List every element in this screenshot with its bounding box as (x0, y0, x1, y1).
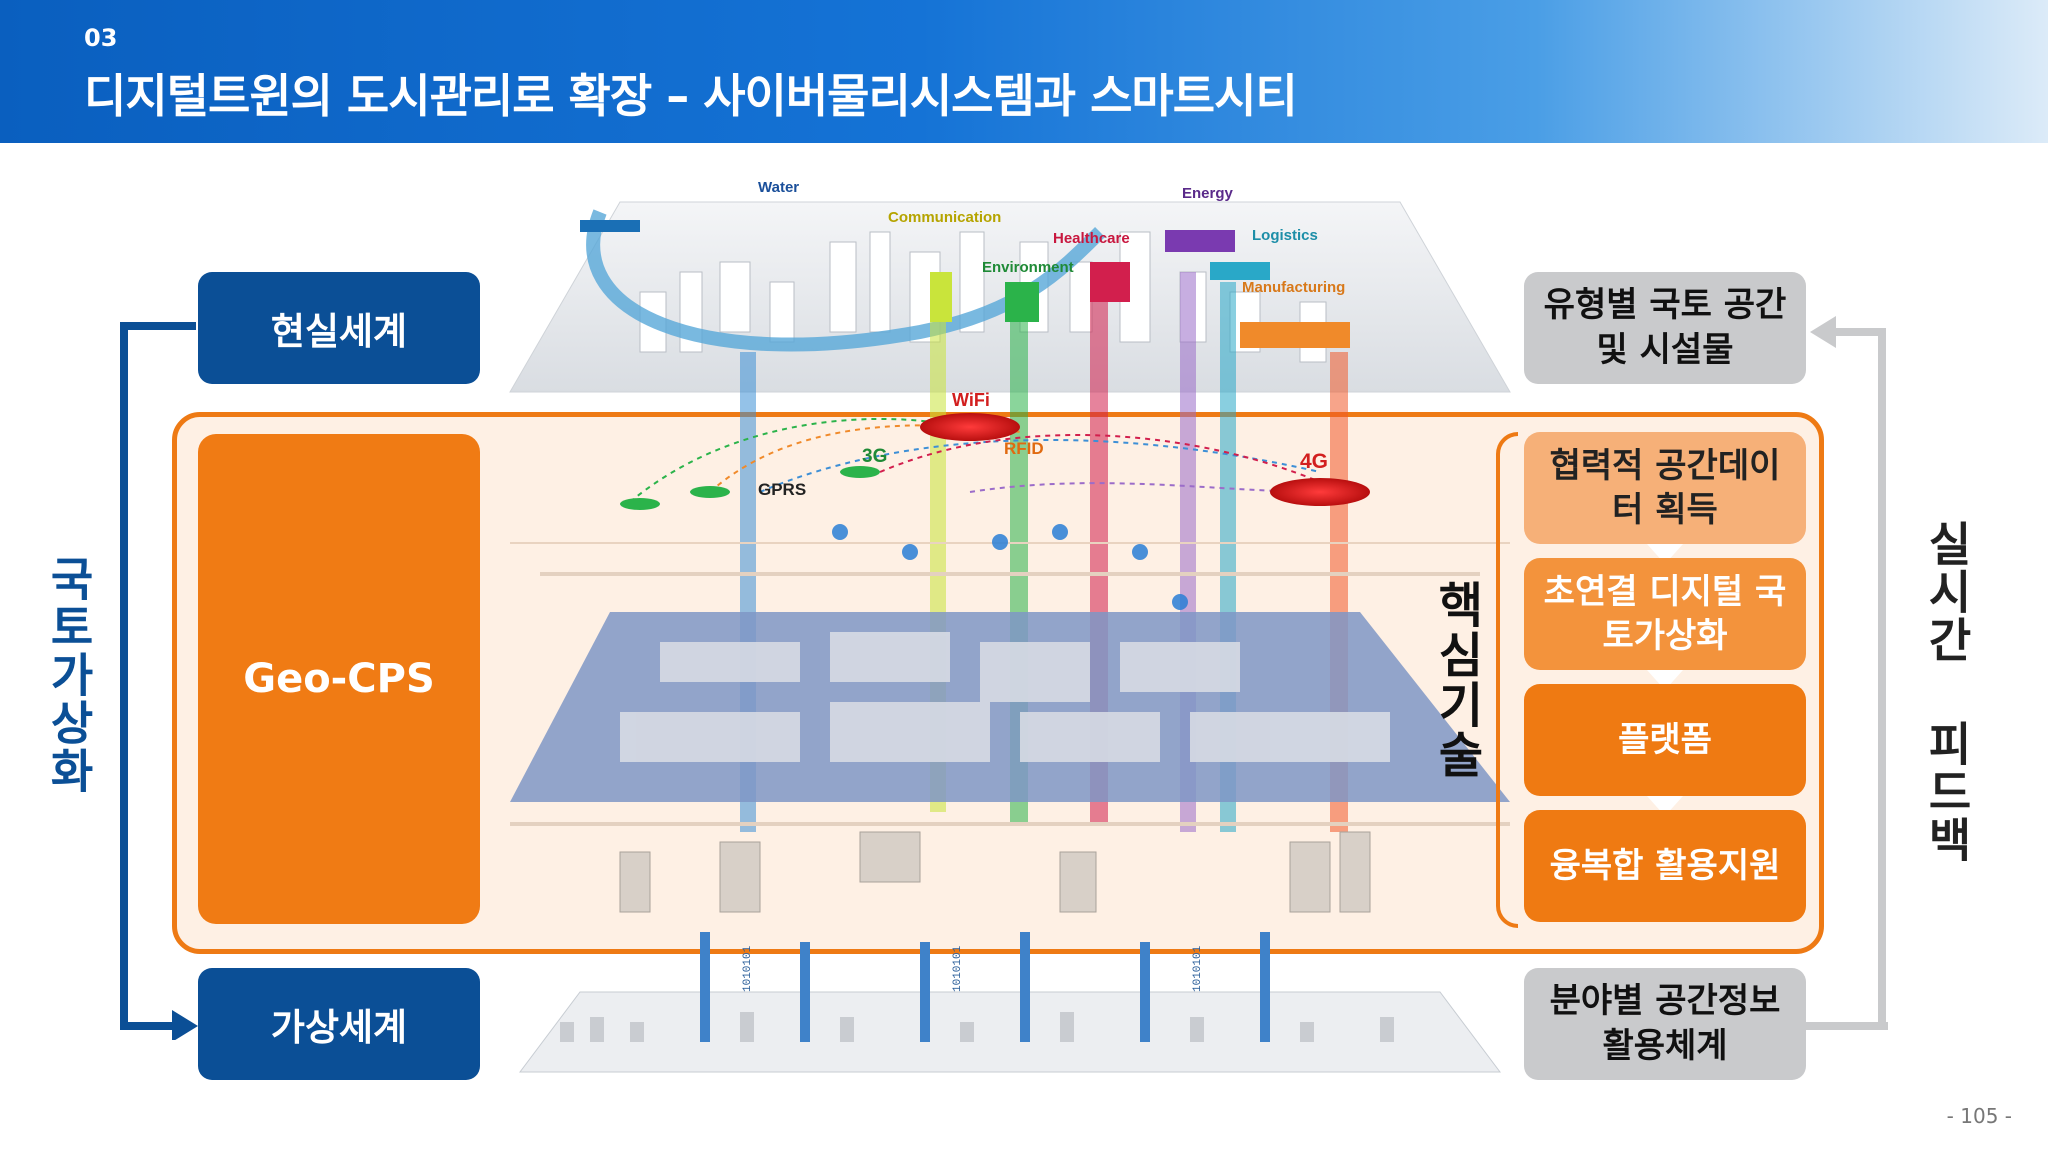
network-label-rfid: RFID (1004, 439, 1044, 458)
sector-label-manufacturing: Manufacturing (1242, 279, 1345, 296)
core-tech-label: 핵심기술 (1428, 580, 1484, 780)
virtual-world-box: 가상세계 (198, 968, 480, 1080)
page-number: - 105 - (1946, 1104, 2012, 1128)
spatial-info-system-box: 분야별 공간정보 활용체계 (1524, 968, 1806, 1080)
network-label-gprs: GPRS (758, 480, 806, 499)
header-bar: 03 디지털트윈의 도시관리로 확장 – 사이버물리시스템과 스마트시티 (0, 0, 2048, 143)
sector-label-water: Water (758, 179, 799, 196)
step-collaborative-data-acquisition: 협력적 공간데이터 획득 (1524, 432, 1806, 544)
step-platform: 플랫폼 (1524, 684, 1806, 796)
binary-text-1: 1010101 (742, 945, 754, 992)
core-tech-bracket (1496, 432, 1518, 928)
page-title: 디지털트윈의 도시관리로 확장 – 사이버물리시스템과 스마트시티 (84, 69, 1298, 123)
binary-text-3: 1010101 (1192, 945, 1204, 992)
left-flow-arrow (120, 322, 198, 1040)
network-label-wifi: WiFi (952, 390, 990, 410)
right-feedback-arrow (1806, 316, 1888, 1030)
sector-label-environment: Environment (982, 259, 1074, 276)
section-number: 03 (84, 24, 118, 52)
real-world-box: 현실세계 (198, 272, 480, 384)
step-convergence-support: 융복합 활용지원 (1524, 810, 1806, 922)
binary-text-2: 1010101 (952, 945, 964, 992)
network-label-3g: 3G (862, 446, 887, 467)
sector-label-communication: Communication (888, 209, 1001, 226)
geo-cps-box: Geo-CPS (198, 434, 480, 924)
sector-label-energy: Energy (1182, 185, 1234, 202)
smart-city-layers-illustration: Water Communication Healthcare Environme… (509, 179, 1511, 1073)
vertical-label-feedback: 실시간 피드백 (1920, 520, 1974, 864)
sector-label-healthcare: Healthcare (1053, 230, 1130, 247)
sector-label-logistics: Logistics (1252, 227, 1318, 244)
national-space-facilities-box: 유형별 국토 공간 및 시설물 (1524, 272, 1806, 384)
step-hyperconnected-virtualization: 초연결 디지털 국토가상화 (1524, 558, 1806, 670)
vertical-label-virtualization: 국토가상화 (42, 555, 96, 795)
network-label-4g: 4G (1300, 450, 1328, 473)
